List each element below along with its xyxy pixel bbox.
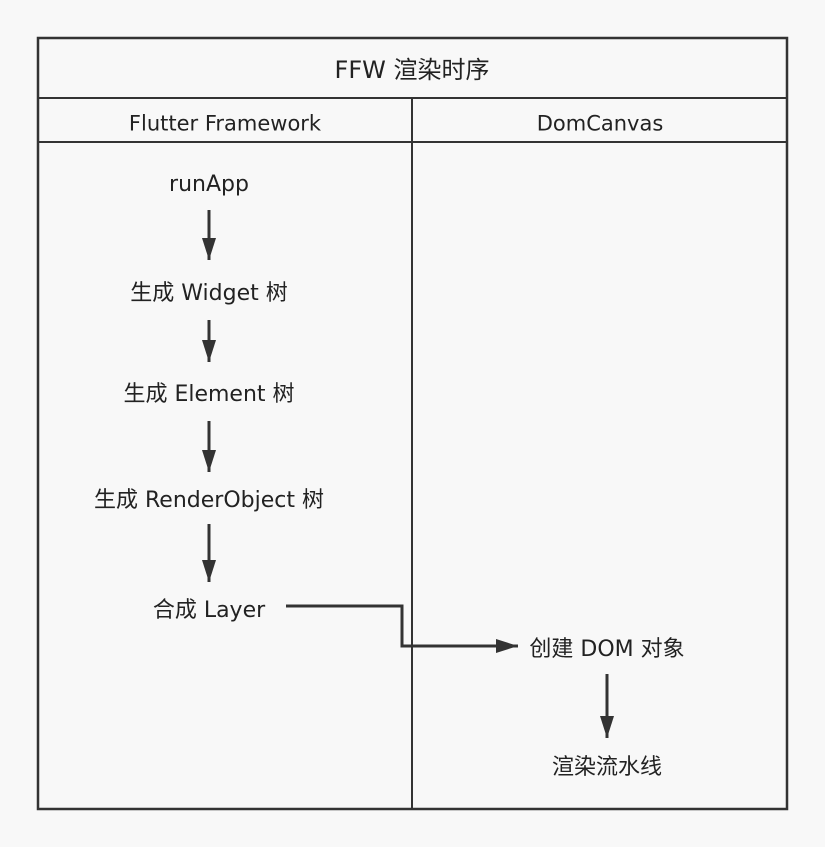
diagram-title: FFW 渲染时序 — [334, 56, 490, 84]
lane-header-flutter-framework: Flutter Framework — [128, 111, 322, 136]
lane-header-domcanvas: DomCanvas — [536, 111, 664, 136]
node-build-element-tree: 生成 Element 树 — [123, 382, 295, 407]
node-run-app: runApp — [169, 172, 249, 197]
node-render-pipeline: 渲染流水线 — [551, 755, 663, 780]
node-create-dom-objects: 创建 DOM 对象 — [529, 637, 685, 662]
node-build-renderobject-tree: 生成 RenderObject 树 — [94, 488, 324, 513]
node-build-widget-tree: 生成 Widget 树 — [130, 281, 288, 306]
node-composite-layer: 合成 Layer — [152, 598, 266, 623]
edge-layer-to-dom — [286, 604, 518, 653]
